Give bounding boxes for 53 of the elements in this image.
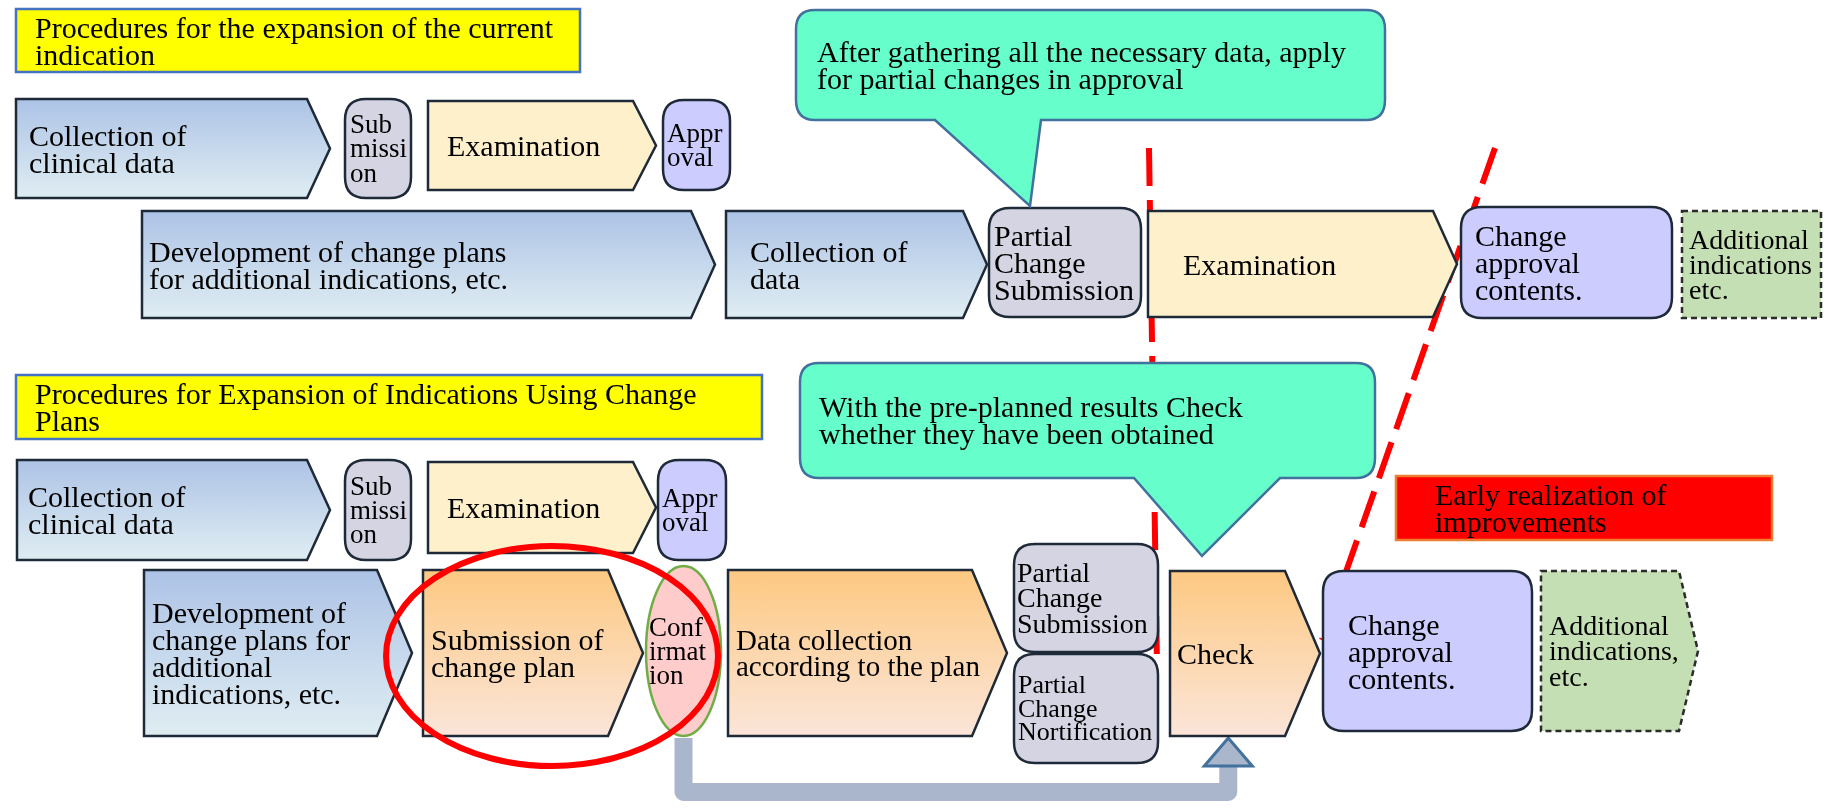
step-label: Examination [1183,250,1337,278]
step-label: Additional indications, etc. [1549,613,1680,689]
step-label: Check [1177,640,1254,667]
step-label: Partial Change Nortification [1018,673,1154,744]
process-step [16,459,331,561]
step-label: Approval [662,485,719,535]
step-box [344,459,412,561]
step-label: Development of change plans for additional indications, etc. [152,599,352,707]
step-label: Partial Change Submission [994,222,1136,303]
step-box [344,98,412,199]
section-heading: Procedures for Expansion of Indications Using Change Plans [35,380,698,434]
step-label: Data collection according to the plan [736,626,981,680]
callout-bubble [799,362,1376,557]
process-step [1147,210,1458,318]
process-step [427,461,657,554]
step-box [657,459,727,561]
step-label: Approval [667,120,724,170]
step-box [662,99,731,191]
step-box [1013,653,1159,764]
step-label: Development of change plans for additional indications, etc. [149,237,510,292]
process-step [143,569,413,737]
step-label: Examination [447,494,601,521]
future-step-box [1681,210,1822,319]
step-label: Collection of clinical data [29,121,188,176]
callout-bubble [795,9,1386,207]
step-label: Confirmation [649,614,707,688]
process-step [427,100,657,191]
future-step [1540,570,1699,732]
section-heading-box [15,374,763,440]
step-box [1322,570,1533,732]
connector-arrow [674,736,1254,801]
confirmation-ellipse [645,565,722,737]
process-step [725,210,988,319]
step-label: Collection of data [750,237,909,292]
step-box [988,207,1142,318]
step-box [1460,206,1673,319]
step-label: Change approval contents. [1475,222,1584,303]
process-step [15,98,331,199]
section-heading: Procedures for the expansion of the current indication [35,13,555,68]
step-box [1013,543,1159,653]
step-label: Additional indications etc. [1689,226,1813,303]
step-label: Submission [350,112,409,185]
process-step [141,210,716,319]
step-label: Collection of clinical data [28,483,187,537]
process-step [727,569,1008,737]
step-label: Examination [447,132,601,159]
process-step [422,569,644,737]
step-label: Change approval contents. [1348,610,1457,692]
step-label: Submission [350,473,409,547]
section-heading-box [15,8,581,73]
process-step [1169,570,1321,737]
highlight-banner [1395,475,1773,541]
step-label: Partial Change Submission [1017,560,1149,636]
